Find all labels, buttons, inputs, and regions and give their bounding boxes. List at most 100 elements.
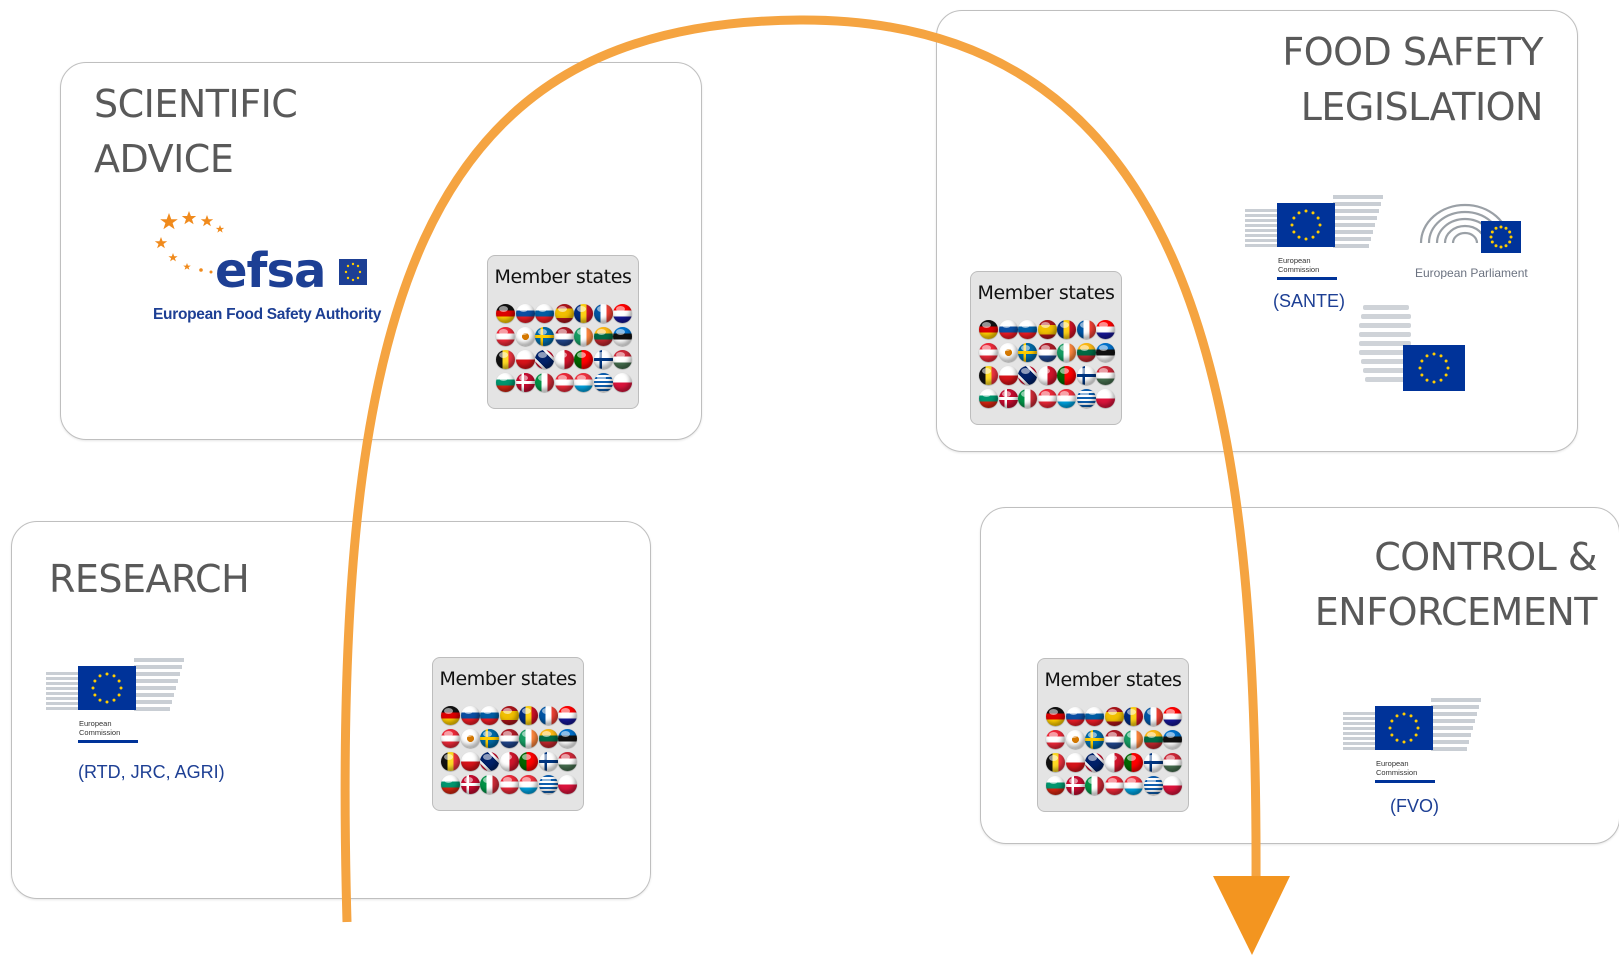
country-flag-ball-icon	[574, 304, 593, 323]
eu-star-icon	[1297, 211, 1301, 215]
country-flag-ball-icon	[558, 752, 577, 771]
title-line: ADVICE	[94, 137, 234, 181]
country-flag-ball-icon	[613, 327, 632, 346]
building-stripe	[1245, 229, 1281, 232]
country-flag-ball-icon	[1143, 707, 1163, 726]
building-stripe	[1343, 727, 1379, 730]
country-flag-ball-icon	[441, 752, 460, 771]
svg-text:European Parliament: European Parliament	[1415, 266, 1528, 279]
eu-star-icon	[1390, 733, 1394, 737]
svg-text:Commission: Commission	[79, 728, 120, 737]
country-flag-ball-icon	[1096, 320, 1115, 339]
building-stripe	[1343, 742, 1379, 745]
panel-food-safety-legislation: FOOD SAFETY LEGISLATION Member states Eu…	[936, 10, 1578, 452]
eu-star-icon	[93, 693, 97, 697]
member-states-box: Member states	[432, 657, 584, 811]
building-stripe	[1245, 219, 1281, 222]
panel-title: FOOD SAFETY LEGISLATION	[1282, 25, 1543, 135]
eu-star-icon	[1432, 352, 1436, 356]
building-stripe	[1245, 244, 1281, 247]
country-flag-ball-icon	[1046, 707, 1065, 726]
eu-star-icon	[1446, 366, 1450, 370]
building-stripe	[1333, 237, 1371, 241]
svg-text:European: European	[79, 719, 112, 728]
country-flag-ball-icon	[441, 729, 460, 748]
country-flag-ball-icon	[1163, 707, 1182, 726]
eu-star-icon	[1425, 378, 1429, 382]
eu-star-icon	[1509, 235, 1513, 239]
country-flag-ball-icon	[558, 729, 577, 748]
eu-star-icon	[1494, 226, 1498, 230]
building-stripe	[134, 700, 172, 704]
building-stripe	[1245, 224, 1281, 227]
eu-star-icon	[117, 693, 121, 697]
building-stripe	[1343, 717, 1379, 720]
flag-grid	[441, 706, 577, 798]
country-flag-ball-icon	[515, 373, 535, 392]
eu-star-icon	[1490, 230, 1494, 234]
building-stripe	[1431, 726, 1473, 730]
building-stripe	[1431, 712, 1477, 716]
panel-title: CONTROL & ENFORCEMENT	[1314, 530, 1598, 640]
building-stripe	[1333, 195, 1383, 199]
country-flag-ball-icon	[1018, 320, 1037, 339]
eu-star-icon	[1409, 738, 1413, 742]
country-flag-ball-icon	[496, 373, 515, 392]
eu-star-icon	[1439, 378, 1443, 382]
building-stripe	[46, 687, 82, 690]
svg-text:Commission: Commission	[1278, 265, 1319, 274]
country-flag-ball-icon	[979, 343, 998, 362]
country-flag-ball-icon	[1124, 730, 1143, 749]
country-flag-ball-icon	[535, 327, 554, 346]
country-flag-ball-icon	[593, 350, 613, 369]
country-flag-ball-icon	[1018, 366, 1037, 385]
panel-control-enforcement: CONTROL & ENFORCEMENT Member states Euro…	[980, 507, 1619, 844]
country-flag-ball-icon	[519, 729, 538, 748]
title-line: RESEARCH	[49, 557, 250, 601]
building-stripe	[46, 682, 82, 685]
eu-star-icon	[98, 698, 102, 702]
country-flag-ball-icon	[1104, 707, 1124, 726]
country-flag-ball-icon	[460, 775, 480, 794]
building-stripe	[46, 672, 82, 675]
svg-text:European: European	[1376, 759, 1409, 768]
country-flag-ball-icon	[480, 752, 499, 771]
eu-star-icon	[1432, 380, 1436, 384]
country-flag-ball-icon	[538, 775, 558, 794]
country-flag-ball-icon	[496, 327, 515, 346]
building-stripe	[1343, 737, 1379, 740]
eu-star-icon	[112, 674, 116, 678]
european-commission-logo-icon: European Commission	[46, 642, 191, 743]
eu-star-icon	[1292, 216, 1296, 220]
country-flag-ball-icon	[460, 752, 480, 771]
title-line: ENFORCEMENT	[1314, 590, 1598, 634]
country-flag-ball-icon	[1037, 389, 1057, 408]
efsa-logo-icon: efsa European Food Safety Authority	[153, 211, 398, 331]
eu-star-icon	[119, 686, 123, 690]
svg-text:European Food Safety Authority: European Food Safety Authority	[153, 306, 382, 323]
country-flag-ball-icon	[1096, 343, 1115, 362]
country-flag-ball-icon	[1046, 776, 1065, 795]
country-flag-ball-icon	[1143, 776, 1163, 795]
country-flag-ball-icon	[515, 327, 535, 346]
eu-star-icon	[1444, 373, 1448, 377]
panel-title: SCIENTIFIC ADVICE	[94, 77, 298, 187]
eu-star-icon	[98, 674, 102, 678]
eu-star-icon	[1414, 733, 1418, 737]
country-flag-ball-icon	[441, 775, 460, 794]
country-flag-ball-icon	[519, 706, 538, 725]
country-flag-ball-icon	[574, 327, 593, 346]
building-stripe	[1431, 733, 1471, 737]
svg-text:European: European	[1278, 256, 1311, 265]
building-stripe	[134, 693, 174, 697]
title-line: SCIENTIFIC	[94, 82, 298, 126]
country-flag-ball-icon	[1065, 776, 1085, 795]
country-flag-ball-icon	[979, 320, 998, 339]
country-flag-ball-icon	[1065, 753, 1085, 772]
member-states-label: Member states	[977, 282, 1115, 304]
country-flag-ball-icon	[1057, 343, 1076, 362]
country-flag-ball-icon	[998, 366, 1018, 385]
building-stripe	[46, 692, 82, 695]
eu-star-icon	[1316, 230, 1320, 234]
